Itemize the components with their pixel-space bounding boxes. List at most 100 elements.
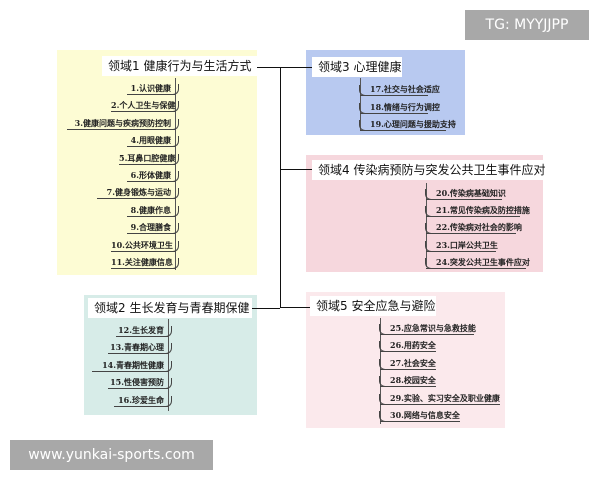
bracket-hook-icon	[172, 84, 179, 95]
topic-label: 20.传染病基础知识	[436, 188, 506, 198]
bracket-hook-icon	[165, 395, 172, 407]
topic-label: 26.用药安全	[390, 340, 436, 351]
topic-label: 9.合理膳食	[130, 222, 171, 233]
bracket-hook-icon	[172, 171, 179, 182]
domain-2-title: 领域2 生长发育与青春期保健	[88, 298, 252, 318]
topic-label: 30.网络与信息安全	[390, 410, 460, 420]
bracket-hook-icon	[165, 378, 172, 390]
topic-item: 7.健身锻炼与运动	[97, 186, 179, 200]
bracket-hook-icon	[172, 223, 179, 235]
bracket-hook-icon	[165, 360, 172, 372]
topic-item: 5.耳鼻口腔健康	[119, 152, 179, 165]
domain-4-panel: 领域4 传染病预防与突发公共卫生事件应对 20.传染病基础知识 21.常见传染病及…	[306, 155, 552, 272]
connector-d3	[280, 67, 312, 68]
connector-d2	[252, 308, 280, 309]
bracket-hook-icon	[379, 376, 386, 388]
domain-5-spine	[380, 318, 381, 424]
bracket-hook-icon	[379, 324, 386, 335]
topic-item: 26.用药安全	[379, 339, 436, 353]
topic-label: 19.心理问题与援助支持	[370, 119, 456, 129]
bracket-hook-icon	[425, 206, 432, 218]
topic-item: 29.实验、实习安全及职业健康	[379, 392, 500, 405]
bracket-hook-icon	[172, 205, 179, 217]
domain-5-title: 领域5 安全应急与避险	[310, 296, 436, 316]
topic-label: 29.实验、实习安全及职业健康	[390, 392, 500, 403]
topic-label: 8.健康作息	[130, 204, 171, 215]
topic-item: 27.社会安全	[379, 357, 436, 370]
topic-item: 4.用眼健康	[127, 134, 179, 148]
topic-label: 12.生长发育	[118, 325, 164, 335]
topic-item: 30.网络与信息安全	[379, 409, 460, 422]
domain-3-panel: 领域3 心理健康 17.社交与社会适应 18.情绪与行为调控 19.心理问题与援助支…	[306, 50, 465, 135]
topic-label: 1.认识健康	[130, 83, 171, 93]
domain-1-title: 领域1 健康行为与生活方式	[102, 56, 258, 76]
topic-item: 21.常见传染病及防控措施	[425, 204, 530, 218]
topic-item: 19.心理问题与援助支持	[359, 118, 456, 131]
topic-label: 17.社交与社会适应	[370, 84, 440, 94]
bracket-hook-icon	[165, 326, 172, 337]
bracket-hook-icon	[165, 343, 172, 355]
topic-label: 11.关注健康信息	[111, 257, 173, 267]
topic-label: 22.传染病对社会的影响	[436, 222, 522, 233]
connector-d1	[257, 67, 280, 68]
bracket-hook-icon	[379, 341, 386, 353]
topic-item: 23.口岸公共卫生	[425, 239, 498, 252]
topic-item: 13.青春期心理	[108, 341, 172, 355]
bracket-hook-icon	[425, 257, 432, 269]
bracket-hook-icon	[172, 136, 179, 148]
topic-label: 28.校园安全	[390, 375, 436, 386]
topic-label: 24.突发公共卫生事件应对	[436, 256, 530, 267]
bracket-hook-icon	[425, 223, 432, 235]
topic-item: 6.形体健康	[127, 169, 179, 182]
topic-label: 13.青春期心理	[110, 342, 164, 353]
topic-label: 10.公共环境卫生	[111, 239, 173, 250]
topic-label: 21.常见传染病及防控措施	[436, 205, 530, 216]
bracket-hook-icon	[359, 102, 366, 114]
bracket-hook-icon	[172, 258, 179, 269]
topic-item: 3.健康问题与疾病预防控制	[67, 117, 179, 130]
topic-item: 20.传染病基础知识	[425, 187, 506, 200]
domain-2-panel: 领域2 生长发育与青春期保健 12.生长发育 13.青春期心理 14.青春期性健康 1…	[84, 295, 257, 415]
bracket-hook-icon	[172, 153, 179, 165]
topic-item: 14.青春期性健康	[92, 359, 172, 372]
topic-label: 14.青春期性健康	[102, 359, 164, 370]
bracket-hook-icon	[172, 240, 179, 252]
topic-item: 11.关注健康信息	[111, 256, 179, 269]
connector-d4	[280, 169, 312, 170]
bracket-hook-icon	[379, 411, 386, 422]
topic-item: 18.情绪与行为调控	[359, 101, 440, 114]
topic-label: 3.健康问题与疾病预防控制	[74, 117, 171, 128]
bracket-hook-icon	[172, 188, 179, 200]
topic-label: 25.应急常识与急救技能	[390, 323, 476, 333]
topic-item: 25.应急常识与急救技能	[379, 322, 476, 335]
bracket-hook-icon	[172, 118, 179, 130]
topic-label: 16.珍爱生命	[118, 394, 164, 405]
bracket-hook-icon	[359, 120, 366, 131]
domain-1-panel: 领域1 健康行为与生活方式 1.认识健康 2.个人卫生与保健 3.健康问题与疾病预防…	[57, 50, 258, 275]
connector-d5	[280, 307, 310, 308]
topic-item: 10.公共环境卫生	[111, 239, 179, 252]
watermark-top: TG: MYYJJPP	[465, 10, 589, 40]
topic-item: 12.生长发育	[116, 324, 172, 337]
topic-label: 7.健身锻炼与运动	[106, 187, 171, 198]
topic-item: 17.社交与社会适应	[359, 83, 440, 96]
topic-item: 16.珍爱生命	[114, 394, 172, 407]
bracket-hook-icon	[425, 240, 432, 252]
topic-label: 2.个人卫生与保健	[111, 100, 176, 111]
bracket-hook-icon	[379, 358, 386, 370]
topic-item: 2.个人卫生与保健	[111, 99, 179, 113]
topic-label: 5.耳鼻口腔健康	[119, 152, 176, 163]
topic-item: 9.合理膳食	[127, 221, 179, 235]
watermark-bottom: www.yunkai-sports.com	[10, 440, 213, 470]
topic-label: 6.形体健康	[130, 170, 171, 180]
bracket-hook-icon	[379, 393, 386, 405]
connector-spine	[280, 67, 281, 308]
domain-5-panel: 领域5 安全应急与避险 25.应急常识与急救技能 26.用药安全 27.社会安全 28…	[306, 292, 505, 428]
bracket-hook-icon	[172, 101, 179, 113]
domain-4-title: 领域4 传染病预防与突发公共卫生事件应对	[312, 160, 552, 180]
topic-item: 22.传染病对社会的影响	[425, 221, 522, 235]
domain-3-title: 领域3 心理健康	[312, 57, 402, 77]
topic-label: 15.性侵害预防	[110, 377, 164, 388]
topic-item: 8.健康作息	[127, 204, 179, 217]
topic-label: 27.社会安全	[390, 357, 436, 368]
